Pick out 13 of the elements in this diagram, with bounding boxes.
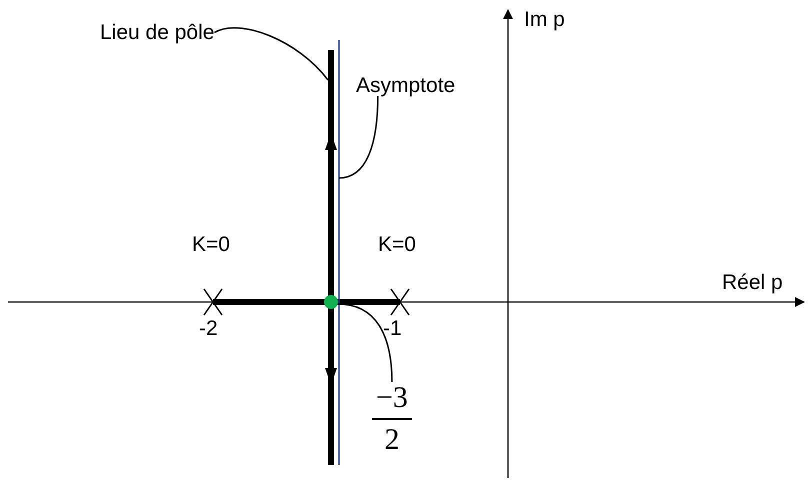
axis-label: Réel p	[722, 272, 783, 293]
gain-label: K=0	[192, 234, 230, 255]
callout-text: Lieu de pôle	[100, 22, 214, 43]
callout-text: Asymptote	[356, 75, 456, 96]
axis-label: Im p	[524, 9, 565, 30]
pole-value: -2	[199, 318, 218, 339]
leader-line	[338, 96, 379, 179]
pole-value: -1	[383, 318, 402, 339]
fraction-numerator: −3	[372, 382, 412, 420]
leader-line	[214, 27, 329, 80]
gain-label: K=0	[378, 234, 416, 255]
fraction-denominator: 2	[383, 424, 400, 455]
leader-line	[338, 303, 393, 382]
